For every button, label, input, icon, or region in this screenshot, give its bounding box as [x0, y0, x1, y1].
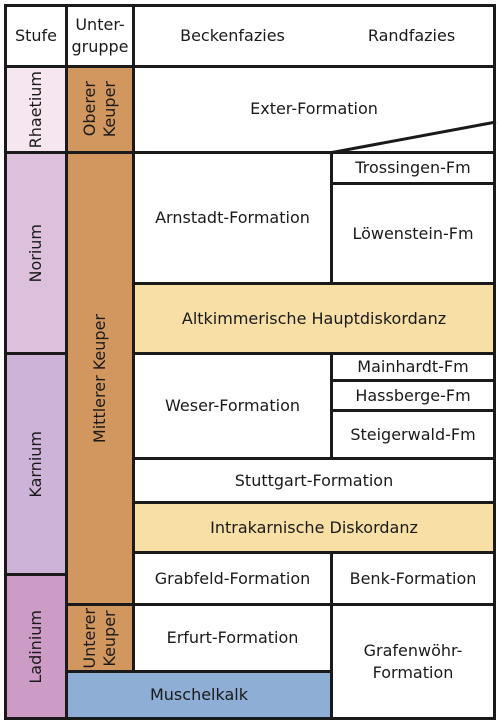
- grafenwoehr-line1: Grafenwöhr-: [363, 640, 463, 660]
- stage-ladinium: Ladinium: [4, 573, 68, 720]
- formation-trossingen: Trossingen-Fm: [330, 151, 496, 185]
- header-untergruppe-line1: Unter-: [75, 15, 125, 34]
- grafenwoehr-line2: Formation: [372, 662, 454, 682]
- formation-arnstadt: Arnstadt-Formation: [132, 151, 333, 285]
- unterer-line2: Keuper: [100, 609, 119, 667]
- oberer-line2: Keuper: [100, 81, 119, 138]
- formation-hassberge: Hassberge-Fm: [330, 379, 496, 412]
- intrakarnische-diskordanz: Intrakarnische Diskordanz: [132, 501, 496, 554]
- subgroup-unterer-keuper: Unterer Keuper: [65, 603, 135, 673]
- header-untergruppe-line2: gruppe: [71, 37, 129, 56]
- formation-grafenwoehr: Grafenwöhr- Formation: [330, 603, 496, 720]
- formation-exter: Exter-Formation: [132, 65, 496, 154]
- subgroup-muschelkalk: Muschelkalk: [65, 670, 333, 720]
- formation-weser: Weser-Formation: [132, 352, 333, 460]
- subgroup-oberer-keuper: Oberer Keuper: [65, 65, 135, 154]
- stage-rhaetium: Rhaetium: [4, 65, 68, 154]
- header-untergruppe: Unter- gruppe: [65, 4, 135, 68]
- oberer-line1: Oberer: [80, 81, 99, 138]
- header-stufe: Stufe: [4, 4, 68, 68]
- stage-karnium: Karnium: [4, 352, 68, 576]
- formation-benk: Benk-Formation: [330, 551, 496, 606]
- unterer-line1: Unterer: [80, 607, 99, 669]
- header-randfazies: Randfazies: [367, 26, 456, 45]
- altkimmerische-hauptdiskordanz: Altkimmerische Hauptdiskordanz: [132, 282, 496, 355]
- header-beckenfazies: Beckenfazies: [180, 26, 285, 45]
- formation-stuttgart: Stuttgart-Formation: [132, 457, 496, 504]
- formation-steigerwald: Steigerwald-Fm: [330, 409, 496, 460]
- formation-loewenstein: Löwenstein-Fm: [330, 182, 496, 285]
- formation-grabfeld: Grabfeld-Formation: [132, 551, 333, 606]
- formation-erfurt: Erfurt-Formation: [132, 603, 333, 673]
- subgroup-mittlerer-keuper: Mittlerer Keuper: [65, 151, 135, 606]
- stage-norium: Norium: [4, 151, 68, 355]
- formation-mainhardt: Mainhardt-Fm: [330, 352, 496, 382]
